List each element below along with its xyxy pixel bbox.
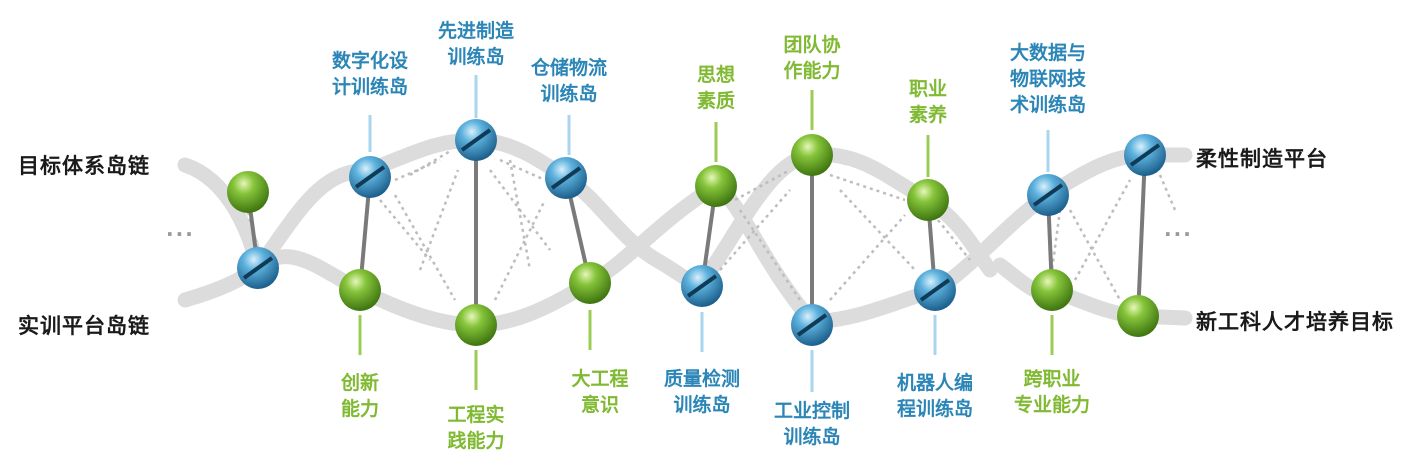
node-label-industrial-control: 工业控制训练岛	[773, 400, 850, 448]
ball-green	[227, 171, 269, 213]
ball-green	[1117, 295, 1159, 337]
ball-green	[1031, 269, 1073, 311]
label-flexible-manufacturing: 柔性制造平台	[1196, 146, 1328, 171]
label-talent-goal: 新工科人才培养目标	[1196, 309, 1394, 334]
ball-blue	[455, 119, 497, 161]
ball-green	[907, 179, 949, 221]
ellipsis-right: ···	[1164, 222, 1193, 246]
node-label-innovation: 创新能力	[340, 372, 379, 420]
node-label-warehouse-logistics: 仓储物流训练岛	[530, 57, 607, 105]
dotted-connectors	[246, 148, 1177, 301]
ball-blue	[791, 304, 833, 346]
strand-b	[177, 147, 1193, 333]
ball-blue	[349, 156, 391, 198]
node-label-ideology: 思想素质	[696, 64, 735, 112]
node-label-big-engineering: 大工程意识	[571, 368, 629, 416]
node-label-robot-programming: 机器人编程训练岛	[896, 372, 973, 420]
ball-blue	[1027, 174, 1069, 216]
node-label-bigdata-iot: 大数据与物联网技术训练岛	[1009, 42, 1086, 116]
node-label-engineering-practice: 工程实践能力	[447, 404, 505, 452]
label-stems	[358, 75, 1054, 392]
ball-blue	[914, 269, 956, 311]
ball-green	[339, 269, 381, 311]
ball-blue	[237, 247, 279, 289]
strand-a	[177, 132, 998, 295]
node-label-teamwork: 团队协作能力	[783, 34, 841, 82]
node-label-professionalism: 职业素养	[908, 78, 947, 126]
ball-green	[695, 165, 737, 207]
ball-blue	[1124, 134, 1166, 176]
node-label-cross-profession: 跨职业专业能力	[1013, 368, 1090, 416]
label-target-chain: 目标体系岛链	[18, 153, 150, 178]
ellipsis-left: ···	[166, 222, 195, 246]
ball-green	[569, 262, 611, 304]
ball-blue	[545, 157, 587, 199]
node-label-quality-inspection: 质量检测训练岛	[663, 368, 740, 416]
ball-green	[455, 304, 497, 346]
node-balls	[227, 119, 1166, 346]
ball-blue	[681, 265, 723, 307]
ball-green	[791, 134, 833, 176]
label-platform-chain: 实训平台岛链	[18, 313, 150, 338]
node-label-digital-design: 数字化设计训练岛	[331, 50, 408, 98]
node-label-advanced-manufacturing: 先进制造训练岛	[437, 20, 514, 68]
